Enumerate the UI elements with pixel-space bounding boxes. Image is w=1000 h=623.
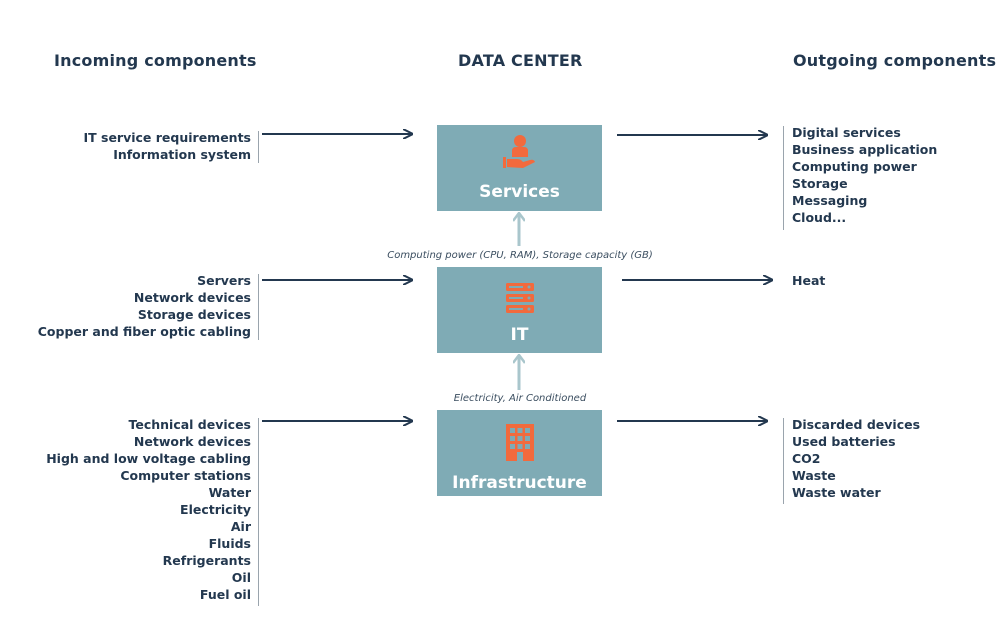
list-item: Copper and fiber optic cabling — [37, 324, 251, 339]
list-item: Fuel oil — [199, 587, 251, 602]
incoming-infrastructure-bracket — [258, 418, 259, 606]
infrastructure-label: Infrastructure — [452, 473, 587, 493]
incoming-services-bracket — [258, 131, 259, 163]
outgoing-it-list: Heat — [792, 272, 825, 289]
building-icon — [505, 424, 534, 461]
outgoing-infrastructure-bracket — [783, 418, 784, 504]
list-item: Discarded devices — [792, 417, 921, 432]
list-item: Water — [208, 485, 251, 500]
list-item: Technical devices — [128, 417, 251, 432]
infrastructure-box: Infrastructure — [437, 410, 602, 496]
outgoing-heading: Outgoing components — [793, 51, 997, 70]
data-center-heading: DATA CENTER — [458, 51, 583, 70]
incoming-it-bracket — [258, 274, 259, 340]
list-item: Network devices — [133, 434, 251, 449]
list-item: Servers — [197, 273, 251, 288]
list-item: Information system — [113, 147, 251, 162]
server-stack-icon — [505, 283, 534, 313]
list-item: High and low voltage cabling — [46, 451, 251, 466]
list-item: Storage — [792, 176, 848, 191]
list-item: Digital services — [792, 125, 901, 140]
list-item: Business application — [792, 142, 938, 157]
list-item: Heat — [792, 273, 826, 288]
list-item: Used batteries — [792, 434, 896, 449]
list-item: Messaging — [792, 193, 868, 208]
list-item: Network devices — [133, 290, 251, 305]
service-hand-icon — [502, 135, 535, 168]
list-item: Fluids — [208, 536, 251, 551]
incoming-infrastructure-list: Technical devices Network devices High a… — [46, 416, 251, 603]
list-item: Oil — [231, 570, 251, 585]
list-item: Waste — [792, 468, 836, 483]
it-box: IT — [437, 267, 602, 353]
list-item: Air — [230, 519, 251, 534]
it-label: IT — [510, 325, 529, 345]
flow-label-it-to-services: Computing power (CPU, RAM), Storage capa… — [387, 250, 653, 261]
list-item: Electricity — [180, 502, 251, 517]
list-item: Refrigerants — [162, 553, 251, 568]
flow-label-infra-to-it: Electricity, Air Conditioned — [453, 393, 587, 404]
list-item: Cloud... — [792, 210, 847, 225]
services-label: Services — [479, 182, 560, 202]
incoming-it-list: Servers Network devices Storage devices … — [38, 272, 251, 340]
outgoing-services-bracket — [783, 126, 784, 230]
list-item: Computing power — [792, 159, 917, 174]
services-box: Services — [437, 125, 602, 211]
incoming-heading: Incoming components — [54, 51, 257, 70]
list-item: IT service requirements — [83, 130, 251, 145]
list-item: Computer stations — [120, 468, 251, 483]
outgoing-infrastructure-list: Discarded devices Used batteries CO2 Was… — [792, 416, 920, 501]
incoming-services-list: IT service requirements Information syst… — [83, 129, 251, 163]
outgoing-services-list: Digital services Business application Co… — [792, 124, 937, 226]
list-item: Waste water — [792, 485, 881, 500]
list-item: CO2 — [792, 451, 821, 466]
list-item: Storage devices — [137, 307, 251, 322]
